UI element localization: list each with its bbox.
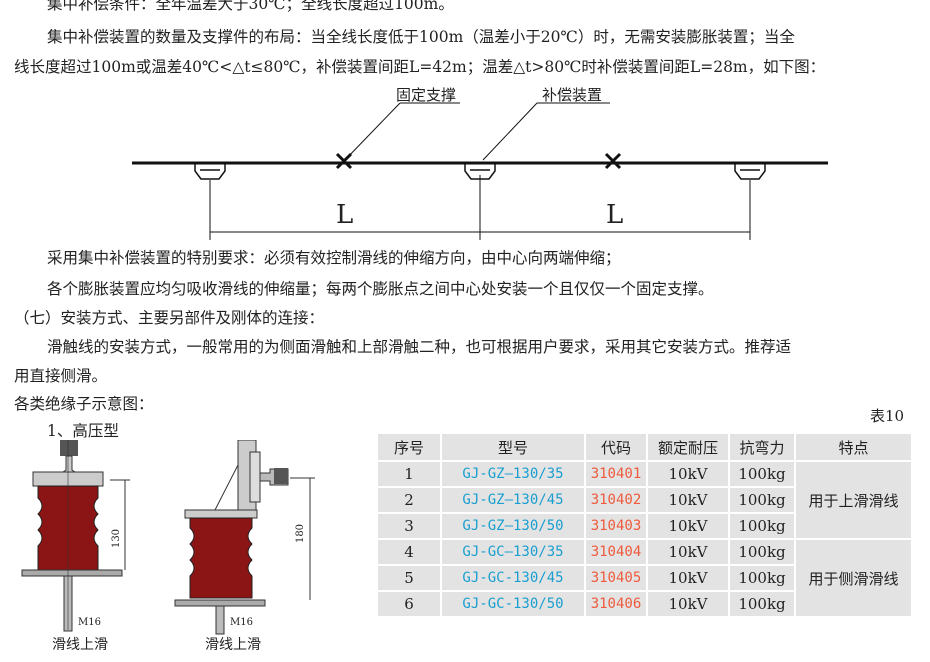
cell-model: GJ-GC-130/50 bbox=[442, 592, 584, 616]
cell-model: GJ-GZ—130/45 bbox=[442, 488, 584, 512]
cell-model: GJ-GZ—130/35 bbox=[442, 462, 584, 486]
paragraph: 集中补偿装置的数量及支撑件的布局：当全线长度低于100m（温差小于20℃）时，无… bbox=[47, 28, 795, 46]
cell-feature: 用于侧滑滑线 bbox=[796, 540, 911, 616]
cell-code: 310401 bbox=[586, 462, 646, 486]
insulator-caption: 滑线上滑 bbox=[52, 637, 108, 653]
insulator-top-mount bbox=[21, 440, 130, 632]
cell-bending: 100kg bbox=[730, 540, 794, 564]
paragraph: 集中补偿条件：全年温差大于30℃；全线长度超过100m。 bbox=[47, 0, 454, 13]
table-caption: 表10 bbox=[870, 407, 905, 425]
cell-bending: 100kg bbox=[730, 488, 794, 512]
header-cell: 特点 bbox=[796, 434, 911, 460]
cell-index: 4 bbox=[378, 540, 440, 564]
fixed-support-label: 固定支撑 bbox=[396, 86, 457, 104]
compensator-icon bbox=[194, 163, 766, 180]
subheading: 1、高压型 bbox=[47, 422, 119, 440]
section-heading: （七）安装方式、主要另部件及刚体的连接： bbox=[14, 309, 325, 327]
cell-index: 5 bbox=[378, 566, 440, 590]
cell-voltage: 10kV bbox=[648, 540, 728, 564]
cell-index: 3 bbox=[378, 514, 440, 538]
span-label: L bbox=[336, 200, 354, 230]
paragraph: 各类绝缘子示意图： bbox=[14, 395, 154, 413]
cell-voltage: 10kV bbox=[648, 514, 728, 538]
cell-bending: 100kg bbox=[730, 514, 794, 538]
cell-code: 310402 bbox=[586, 488, 646, 512]
cell-voltage: 10kV bbox=[648, 462, 728, 486]
paragraph: 各个膨胀装置应均匀吸收滑线的伸缩量；每两个膨胀点之间中心处安装一个且仅仅一个固定… bbox=[47, 280, 714, 298]
paragraph: 线长度超过100m或温差40℃<△t≤80℃，补偿装置间距L=42m；温差△t>… bbox=[14, 58, 826, 76]
cell-voltage: 10kV bbox=[648, 592, 728, 616]
cell-bending: 100kg bbox=[730, 592, 794, 616]
cell-bending: 100kg bbox=[730, 462, 794, 486]
cell-model: GJ-GZ—130/50 bbox=[442, 514, 584, 538]
cell-voltage: 10kV bbox=[648, 488, 728, 512]
bolt-label: M16 bbox=[230, 617, 253, 628]
cell-feature: 用于上滑滑线 bbox=[796, 462, 911, 538]
height-dimension: 180 bbox=[295, 523, 307, 544]
cell-code: 310405 bbox=[586, 566, 646, 590]
bolt-label: M16 bbox=[78, 617, 101, 628]
header-cell: 抗弯力 bbox=[730, 434, 794, 460]
cell-voltage: 10kV bbox=[648, 566, 728, 590]
cell-code: 310406 bbox=[586, 592, 646, 616]
cell-index: 6 bbox=[378, 592, 440, 616]
insulator-drawings bbox=[21, 440, 315, 635]
header-cell: 型号 bbox=[442, 434, 584, 460]
paragraph: 采用集中补偿装置的特别要求：必须有效控制滑线的伸缩方向，由中心向两端伸缩； bbox=[47, 249, 621, 267]
cell-index: 2 bbox=[378, 488, 440, 512]
span-label: L bbox=[606, 200, 624, 230]
table-header-row: 序号 型号 代码 额定耐压 抗弯力 特点 bbox=[378, 434, 911, 460]
cell-code: 310403 bbox=[586, 514, 646, 538]
header-cell: 序号 bbox=[378, 434, 440, 460]
compensator-label: 补偿装置 bbox=[542, 86, 603, 104]
compensation-layout-diagram bbox=[132, 102, 828, 240]
cell-model: GJ-GC—130/35 bbox=[442, 540, 584, 564]
header-cell: 额定耐压 bbox=[648, 434, 728, 460]
height-dimension: 130 bbox=[111, 528, 123, 549]
cell-code: 310404 bbox=[586, 540, 646, 564]
cell-index: 1 bbox=[378, 462, 440, 486]
insulator-side-mount bbox=[174, 440, 315, 635]
header-cell: 代码 bbox=[586, 434, 646, 460]
fixed-support-icon bbox=[335, 152, 622, 170]
cell-model: GJ-GC-130/45 bbox=[442, 566, 584, 590]
paragraph: 用直接侧滑。 bbox=[14, 367, 108, 385]
cell-bending: 100kg bbox=[730, 566, 794, 590]
paragraph: 滑触线的安装方式，一般常用的为侧面滑触和上部滑触二种，也可根据用户要求，采用其它… bbox=[47, 338, 792, 356]
insulator-caption: 滑线上滑 bbox=[205, 637, 261, 653]
